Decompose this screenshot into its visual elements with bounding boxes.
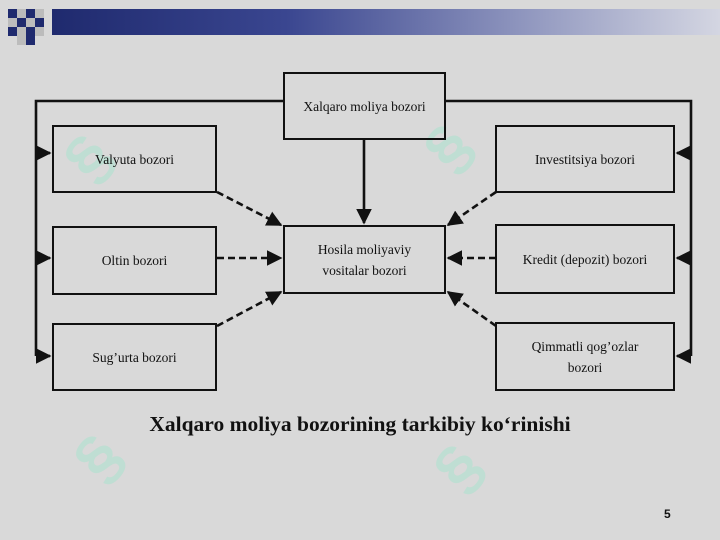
box-hosila-moliyaviy-vositalar: Hosila moliyaviy vositalar bozori: [283, 225, 446, 294]
box-label-line2: bozori: [567, 359, 603, 375]
box-label: Valyuta bozori: [94, 151, 175, 167]
header-band: [0, 0, 720, 45]
box-label: Kredit (depozit) bozori: [522, 251, 648, 267]
box-sugurta-bozori: Sug’urta bozori: [52, 323, 217, 391]
box-label: Sug’urta bozori: [92, 349, 177, 365]
box-label: Xalqaro moliya bozori: [303, 98, 426, 114]
dashed-investitsiya-to-center: [446, 190, 497, 227]
box-label-line1: Qimmatli qog’ozlar: [531, 338, 639, 354]
slide-caption: Xalqaro moliya bozorining tarkibiy ko‘ri…: [149, 412, 571, 436]
dashed-valyuta-to-center: [216, 190, 283, 227]
box-qimmatli-qogozlar-bozori: Qimmatli qog’ozlar bozori: [495, 322, 675, 391]
box-oltin-bozori: Oltin bozori: [52, 226, 217, 295]
box-xalqaro-moliya-bozori: Xalqaro moliya bozori: [283, 72, 446, 140]
box-kredit-depozit-bozori: Kredit (depozit) bozori: [495, 224, 675, 294]
title-bar-gradient: [52, 9, 720, 35]
page-number: 5: [664, 507, 671, 521]
dashed-qimmatli-to-center: [446, 290, 497, 328]
dashed-connectors: [216, 190, 497, 328]
box-label-line1: Hosila moliyaviy: [317, 241, 412, 257]
box-valyuta-bozori: Valyuta bozori: [52, 125, 217, 193]
box-label: Investitsiya bozori: [534, 151, 636, 167]
dashed-sugurta-to-center: [216, 290, 283, 328]
box-label-line2: vositalar bozori: [322, 262, 407, 278]
solid-connectors: [34, 99, 693, 364]
box-investitsiya-bozori: Investitsiya bozori: [495, 125, 675, 193]
box-label: Oltin bozori: [101, 253, 168, 268]
